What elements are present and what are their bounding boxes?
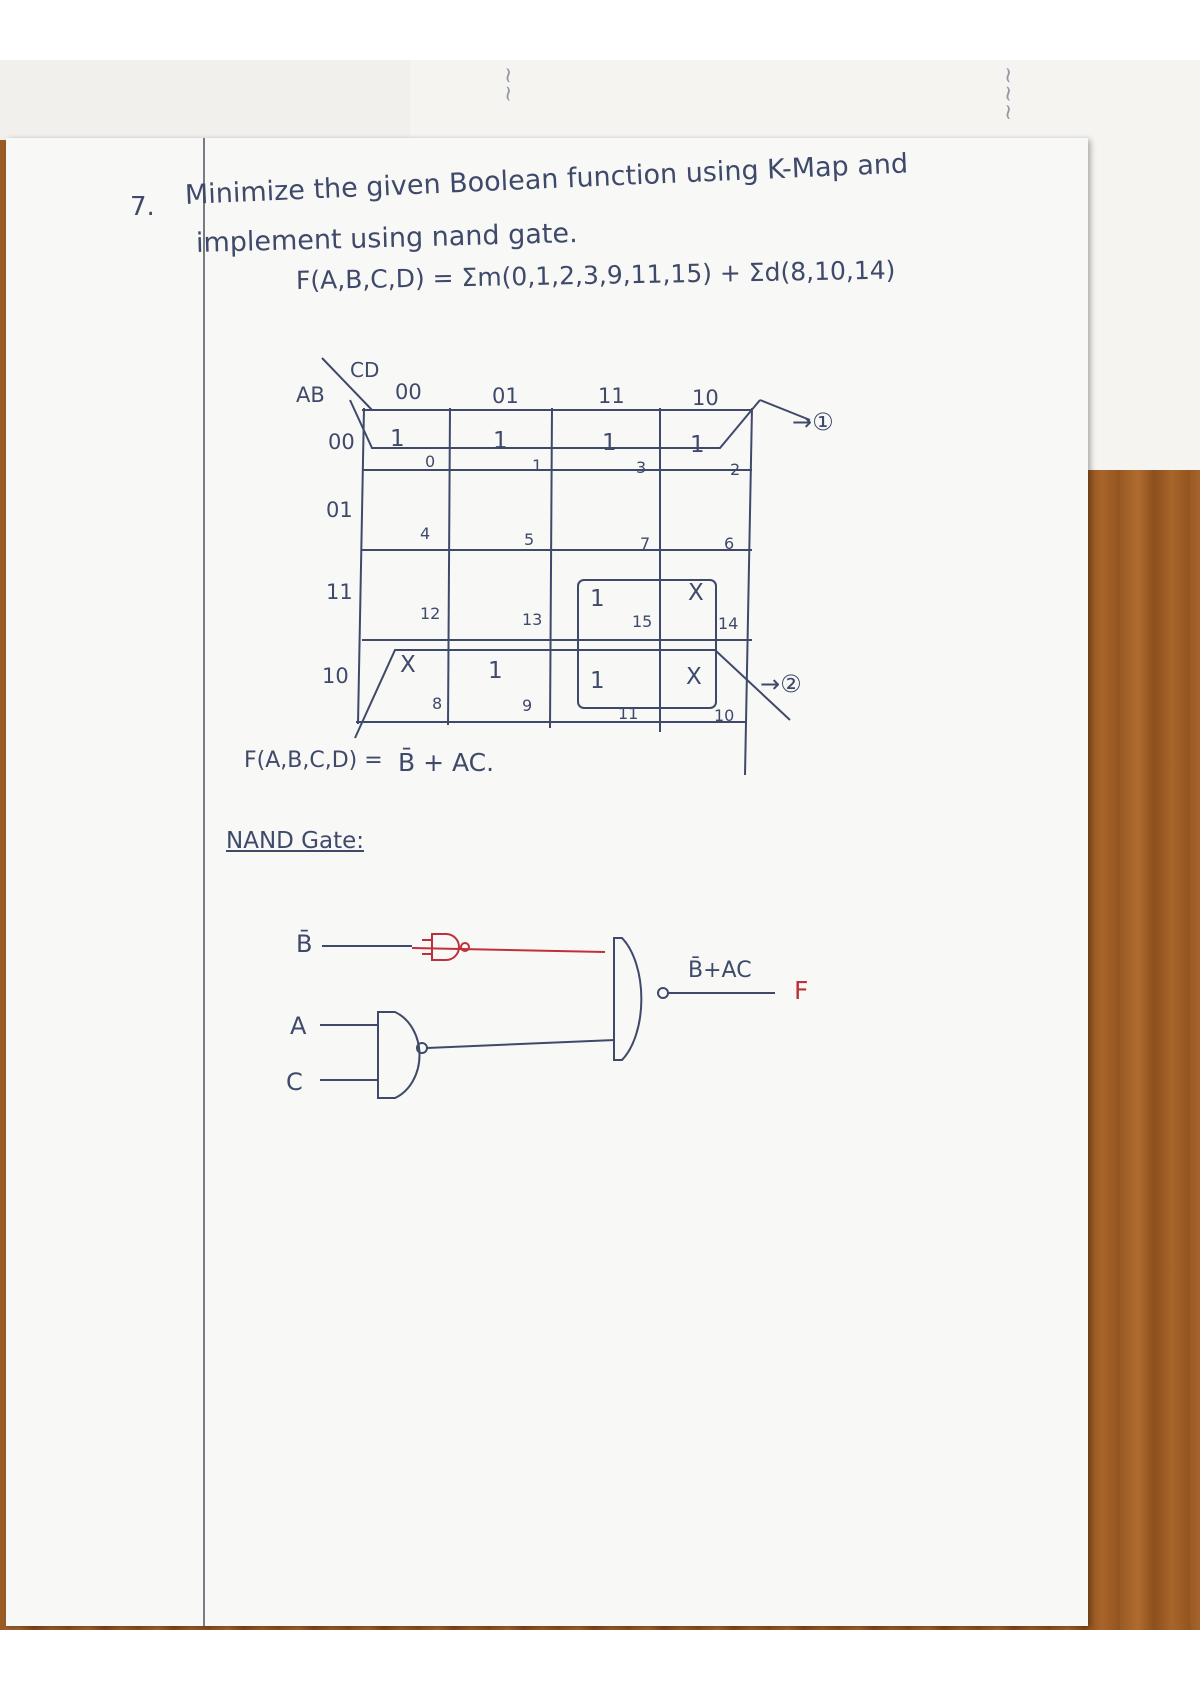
- nand-gate-ac: [377, 1011, 421, 1099]
- kmap-cell-value: X: [400, 652, 416, 678]
- kmap-col-header: 01: [492, 384, 519, 408]
- wire-ac-to-gate: [426, 1039, 616, 1049]
- kmap-row-header: 00: [328, 430, 355, 454]
- kmap-cell-value: X: [688, 580, 704, 606]
- kmap-col-header: 11: [598, 384, 625, 408]
- group-2-marker: →②: [760, 670, 802, 698]
- kmap-grid-line: [744, 407, 753, 776]
- kmap-row-header: 01: [326, 498, 353, 522]
- kmap-group-ac-loop: [577, 579, 717, 709]
- kmap-cell-value: 1: [390, 426, 405, 452]
- kmap-cell-index: 7: [640, 534, 651, 553]
- kmap-cell-index: 3: [636, 458, 647, 477]
- page-margin-line: [203, 138, 205, 1626]
- result-lhs: F(A,B,C,D) =: [244, 748, 383, 773]
- kmap-group-2-loop: [354, 649, 791, 739]
- nand-gate-output: [613, 937, 643, 1061]
- kmap-cell-value: X: [686, 664, 702, 690]
- inverter-nand-gate: [431, 933, 460, 961]
- kmap-cell-index: 2: [730, 460, 741, 479]
- kmap-col-header: 10: [692, 386, 719, 410]
- kmap-cell-index: 11: [618, 704, 639, 723]
- kmap-cell-value: 1: [488, 658, 503, 684]
- kmap-corner-cd: CD: [350, 358, 380, 382]
- kmap-col-header: 00: [395, 380, 422, 404]
- kmap-row-header: 10: [322, 664, 349, 688]
- kmap-cell-value: 1: [493, 428, 508, 454]
- kmap-cell-index: 9: [522, 696, 533, 715]
- kmap-cell-index: 10: [714, 706, 735, 725]
- kmap-cell-index: 0: [425, 452, 436, 471]
- nand-output-label: F: [794, 976, 809, 1005]
- inverter-bubble: [460, 942, 470, 952]
- wire-b-to-gate: [411, 947, 606, 953]
- kmap-cell-index: 14: [718, 614, 739, 633]
- kmap-grid-line: [447, 407, 451, 726]
- kmap-cell-value: 1: [590, 668, 605, 694]
- bottom-margin: [0, 1630, 1200, 1698]
- nand-input-a: A: [290, 1012, 307, 1040]
- kmap-grid-line: [549, 407, 553, 729]
- kmap-group-1-loop: [349, 399, 761, 449]
- kmap-cell-index: 6: [724, 534, 735, 553]
- nand-heading: NAND Gate:: [226, 828, 364, 854]
- result-rhs: B̄ + AC.: [398, 748, 495, 777]
- kmap-cell-value: 1: [602, 430, 617, 456]
- nand-output-expr: B̄+AC: [688, 958, 752, 983]
- kmap-cell-index: 4: [420, 524, 431, 543]
- kmap-grid-line: [357, 407, 365, 725]
- kmap-cell-value: 1: [690, 432, 705, 458]
- question-number: 7.: [130, 192, 155, 222]
- kmap-cell-value: 1: [590, 586, 605, 612]
- nand-input-b: B̄: [296, 930, 313, 958]
- kmap-cell-index: 15: [632, 612, 653, 631]
- group-1-marker: →①: [792, 408, 834, 436]
- kmap-cell-index: 12: [420, 604, 441, 623]
- kmap-cell-index: 5: [524, 530, 535, 549]
- kmap-cell-index: 1: [532, 456, 543, 475]
- kmap-cell-index: 8: [432, 694, 443, 713]
- nand-input-c: C: [286, 1068, 303, 1096]
- notebook-page: [6, 138, 1088, 1626]
- kmap-corner-diagonal: [321, 357, 373, 411]
- kmap-group-1-arrow: [759, 399, 811, 421]
- kmap-corner-ab: AB: [296, 383, 325, 407]
- background-paper-left: [0, 60, 410, 140]
- kmap-row-header: 11: [326, 580, 353, 604]
- kmap-cell-index: 13: [522, 610, 543, 629]
- nand-gate-output-bubble: [657, 987, 669, 999]
